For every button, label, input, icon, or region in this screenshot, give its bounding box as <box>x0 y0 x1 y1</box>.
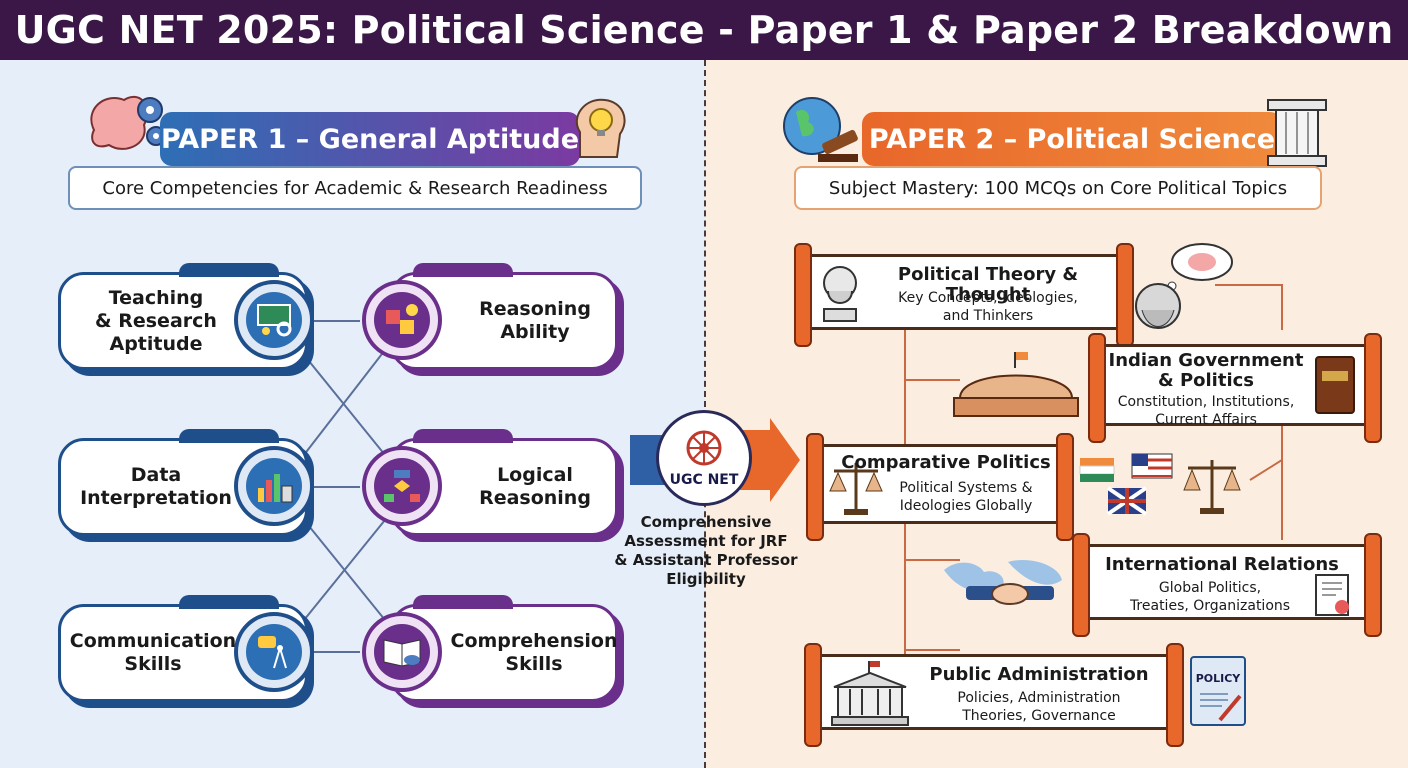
ugc-badge-label: UGC NET <box>669 472 739 488</box>
topic-desc: Constitution, Institutions, Current Affa… <box>1117 394 1295 428</box>
paper2-banner: PAPER 2 – Political Science <box>862 112 1282 166</box>
brain-gears-icon <box>84 90 174 160</box>
topic-title: Indian Government & Politics <box>1108 350 1304 391</box>
card-label: Logical Reasoning <box>479 464 591 509</box>
card-label: Teaching & Research Aptitude <box>95 286 217 355</box>
topic-desc: Key Concepts, Ideologies, and Thinkers <box>898 290 1078 324</box>
paper1-banner: PAPER 1 – General Aptitude <box>160 112 580 166</box>
ugc-net-badge: UGC NET <box>656 410 752 506</box>
topic-title: Political Theory & Thought <box>897 264 1079 305</box>
philosopher-bust-icon <box>823 266 857 322</box>
center-text: Comprehensive Assessment for JRF & Assis… <box>614 513 798 588</box>
card-label: Data Interpretation <box>80 464 232 509</box>
flowchart-icon <box>362 446 442 526</box>
globe-gavel-icon <box>778 92 868 168</box>
certificate-icon <box>1315 574 1349 616</box>
puzzle-bulb-icon <box>362 280 442 360</box>
paper2-subtitle: Subject Mastery: 100 MCQs on Core Politi… <box>794 166 1322 210</box>
balance-scale-icon <box>1183 460 1241 514</box>
constitution-book-icon <box>1315 356 1355 414</box>
topic-title: Comparative Politics <box>841 452 1051 473</box>
policy-document-icon: POLICY <box>1190 656 1246 726</box>
topic-title: International Relations <box>1105 554 1339 575</box>
topic-public-administration: Public Administration Policies, Administ… <box>804 643 1184 747</box>
paper1-subtitle: Core Competencies for Academic & Researc… <box>68 166 642 210</box>
scales-icon <box>829 463 883 515</box>
handshake-map-icon <box>944 560 1062 605</box>
topic-international-relations: International Relations Global Politics,… <box>1072 533 1382 637</box>
speech-antenna-icon <box>234 612 314 692</box>
header-bar: UGC NET 2025: Political Science - Paper … <box>0 0 1408 60</box>
center-description: Comprehensive Assessment for JRF & Assis… <box>612 513 800 589</box>
card-label: Reasoning Ability <box>479 298 591 343</box>
card-label: Comprehension Skills <box>450 630 618 675</box>
teaching-board-icon <box>234 280 314 360</box>
topic-political-theory: Political Theory & Thought Key Concepts,… <box>794 243 1134 347</box>
page-title: UGC NET 2025: Political Science - Paper … <box>14 8 1394 52</box>
book-eye-icon <box>362 612 442 692</box>
policy-label: POLICY <box>1195 672 1241 685</box>
topic-indian-government: Indian Government & Politics Constitutio… <box>1088 333 1382 443</box>
topic-desc: Global Politics, Treaties, Organizations <box>1129 580 1291 614</box>
thinker-cloud-icon <box>1135 243 1233 329</box>
topic-comparative-politics: Comparative Politics Political Systems &… <box>806 433 1074 541</box>
head-lightbulb-icon <box>565 92 635 162</box>
government-building-icon <box>831 661 909 726</box>
topic-desc: Political Systems & Ideologies Globally <box>899 480 1033 514</box>
topic-desc: Policies, Administration Theories, Gover… <box>957 690 1121 724</box>
card-comprehension-skills: Comprehension Skills <box>390 595 618 702</box>
parliament-icon <box>953 352 1079 417</box>
bar-chart-calculator-icon <box>234 446 314 526</box>
topic-title: Public Administration <box>929 664 1149 685</box>
wheel-logo-icon <box>686 430 722 466</box>
flags-icon <box>1079 453 1173 516</box>
card-label: Communication Skills <box>69 630 237 675</box>
pillar-icon <box>1262 96 1332 168</box>
